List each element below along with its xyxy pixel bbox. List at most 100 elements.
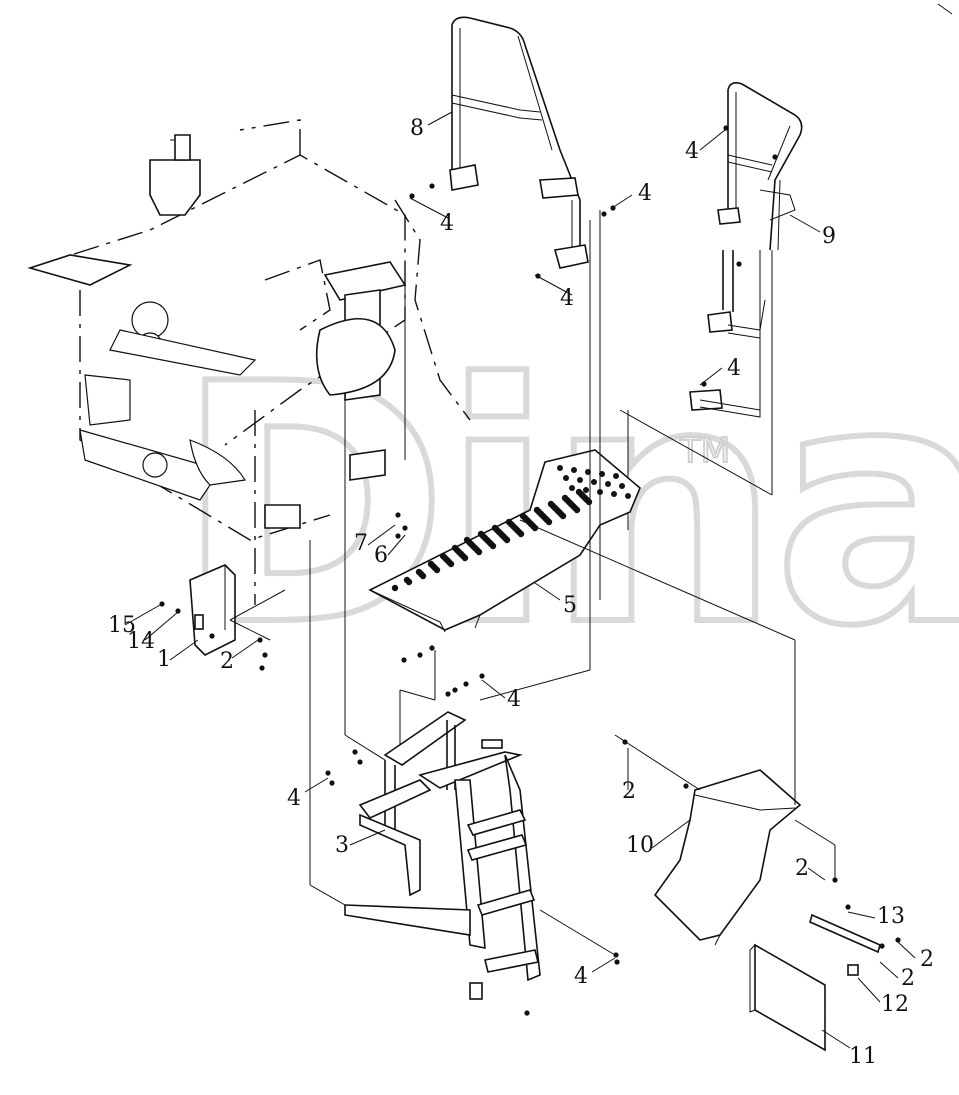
platform-hole <box>491 524 499 532</box>
leader-line <box>879 961 899 979</box>
leader-line <box>614 734 701 791</box>
leader-line <box>857 977 881 1003</box>
leader-line <box>591 957 616 973</box>
callout-11: 11 <box>849 1044 877 1069</box>
callout-4: 4 <box>440 211 454 236</box>
leader-line <box>699 129 726 151</box>
leader-line <box>229 589 286 621</box>
bolt-marker <box>613 952 619 958</box>
platform-5 <box>368 449 641 633</box>
platform-hole <box>577 477 583 483</box>
bracket-1 <box>189 564 236 656</box>
leader-line <box>309 884 346 906</box>
bolt-marker <box>614 959 620 965</box>
bolt-marker <box>262 652 268 658</box>
callout-13: 13 <box>877 904 905 929</box>
leader-line <box>367 524 396 546</box>
bolt-marker <box>352 749 358 755</box>
leader-line <box>344 734 386 761</box>
callout-8: 8 <box>410 116 424 141</box>
callout-4: 4 <box>685 139 699 164</box>
callout-15: 15 <box>108 613 136 638</box>
bolt-marker <box>395 533 401 539</box>
bolt-marker <box>535 273 541 279</box>
leader-line <box>539 909 616 956</box>
callout-4: 4 <box>727 356 741 381</box>
platform-hole <box>611 491 617 497</box>
bolt-marker <box>402 525 408 531</box>
platform-hole <box>391 584 399 592</box>
bolt-marker <box>622 739 628 745</box>
leader-line <box>427 111 453 126</box>
leader-line <box>304 777 329 793</box>
platform-hole <box>561 494 569 502</box>
callout-14: 14 <box>127 629 155 654</box>
bolt-marker <box>723 125 729 131</box>
bolt-marker <box>395 512 401 518</box>
leader-line <box>847 911 876 919</box>
bolt-marker <box>325 770 331 776</box>
bolt-marker <box>832 877 838 883</box>
platform-hole <box>591 479 597 485</box>
fastener-markers <box>159 125 901 1016</box>
cover-10 <box>653 769 802 946</box>
callout-9: 9 <box>822 224 836 249</box>
platform-hole <box>403 576 411 584</box>
leader-line <box>789 214 821 233</box>
bolt-marker <box>429 645 435 651</box>
platform-hole <box>569 485 575 491</box>
platform-hole <box>563 475 569 481</box>
leader-line <box>519 519 796 641</box>
platform-hole <box>415 568 423 576</box>
platform-hole <box>619 483 625 489</box>
callout-4: 4 <box>287 786 301 811</box>
callout-5: 5 <box>563 593 577 618</box>
leader-lines <box>124 111 916 1049</box>
bolt-marker <box>601 211 607 217</box>
bar-13 <box>809 913 881 976</box>
callout-7: 7 <box>354 531 368 556</box>
leader-line <box>399 689 436 701</box>
loader-frame <box>27 119 471 605</box>
bolt-marker <box>610 205 616 211</box>
bolt-marker <box>524 1010 530 1016</box>
callout-3: 3 <box>335 833 349 858</box>
platform-hole <box>439 552 447 560</box>
leader-line <box>611 194 633 209</box>
leader-line <box>821 1029 851 1049</box>
callout-1: 1 <box>157 647 171 672</box>
platform-hole <box>613 473 619 479</box>
watermark-trademark: TM <box>679 431 730 471</box>
bolt-marker <box>736 261 742 267</box>
step-ladder-3 <box>344 711 541 1000</box>
handrail-9 <box>619 82 803 530</box>
bolt-marker <box>159 601 165 607</box>
platform-hole <box>605 481 611 487</box>
bolt-marker <box>329 780 335 786</box>
bolt-marker <box>257 637 263 643</box>
callout-labels: 8 4 4 4 4 9 4 7 6 5 15 14 1 2 4 4 3 2 10… <box>108 116 934 1069</box>
bolt-marker <box>175 608 181 614</box>
leader-line <box>169 639 199 661</box>
bolt-marker <box>845 904 851 910</box>
leader-line <box>409 197 449 219</box>
corner-mark <box>937 3 953 15</box>
callout-10: 10 <box>626 833 654 858</box>
bolt-marker <box>259 665 265 671</box>
platform-hole <box>477 530 485 538</box>
leader-line <box>794 819 836 846</box>
leader-line <box>897 941 916 959</box>
callout-2: 2 <box>220 649 234 674</box>
bolt-marker <box>452 687 458 693</box>
bolt-marker <box>879 943 885 949</box>
callout-2: 2 <box>622 779 636 804</box>
leader-line <box>124 604 161 626</box>
bolt-marker <box>445 691 451 697</box>
bolt-marker <box>209 633 215 639</box>
platform-hole <box>547 500 555 508</box>
callout-4: 4 <box>638 181 652 206</box>
leader-line <box>807 867 826 881</box>
bolt-marker <box>772 154 778 160</box>
leader-line <box>231 639 259 659</box>
